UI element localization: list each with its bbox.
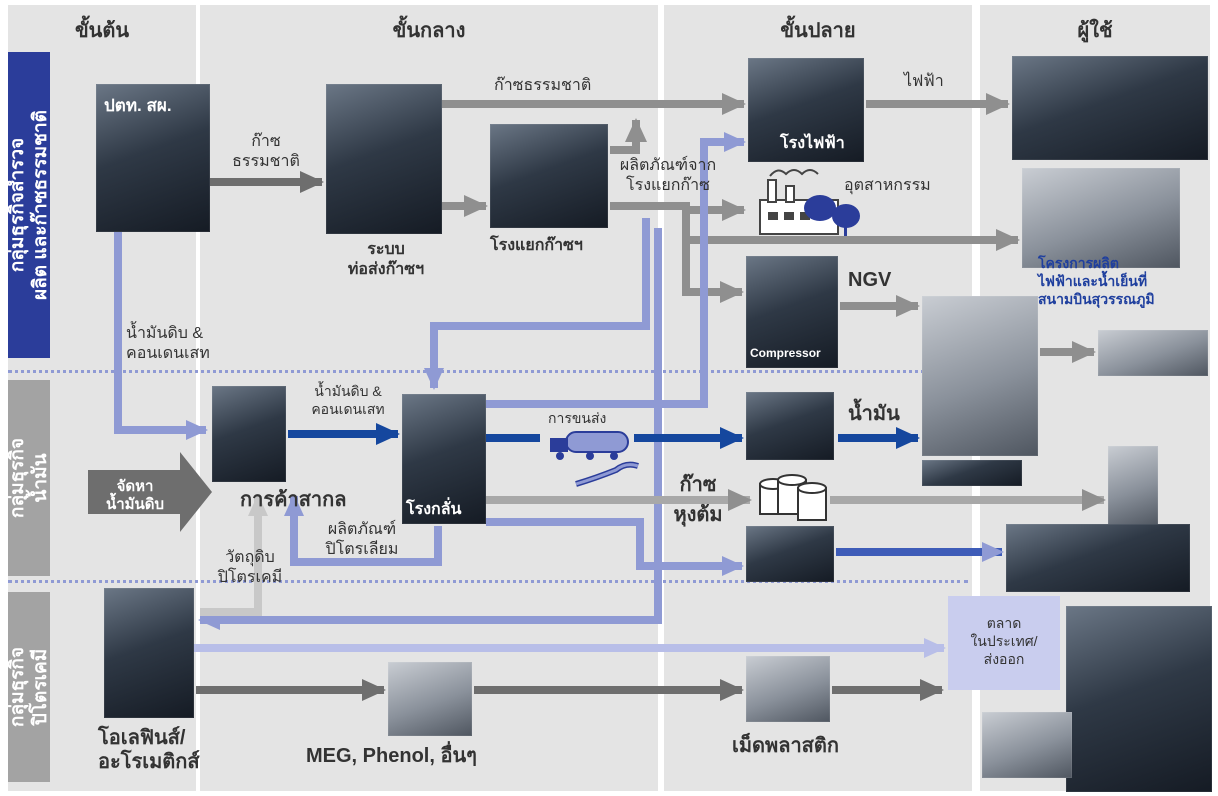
- arrow-refinery-to-power: [486, 132, 746, 408]
- node-airport-project: โครงการผลิต ไฟฟ้าและน้ำเย็นที่ สนามบินสุ…: [1038, 255, 1155, 307]
- label-industry: อุตสาหกรรม: [844, 177, 931, 194]
- photo-petrochem-plant: [388, 662, 472, 736]
- arrow-refinery-to-lube: [486, 518, 744, 576]
- label-lpg: ก๊าซ หุงต้ม: [673, 474, 723, 526]
- label-ngv: NGV: [848, 269, 892, 291]
- photo-compressor: [746, 256, 838, 368]
- photo-ngv-car: [1098, 330, 1208, 376]
- label-natural-gas-2: ก๊าซธรรมชาติ: [494, 77, 592, 94]
- group-label-gas: กลุ่มธุรกิจสำรวจ ผลิต และก๊าซธรรมชาติ: [7, 52, 51, 358]
- node-gas-separation: โรงแยกก๊าซฯ: [490, 237, 583, 254]
- node-olefins: โอเลฟินส์/ อะโรเมติกส์: [98, 727, 200, 773]
- group-label-petrochem: กลุ่มธุรกิจ ปิโตรเคมี: [7, 592, 51, 782]
- section-divider-gas-oil: [8, 370, 968, 373]
- section-divider-oil-petrochem: [8, 580, 968, 583]
- node-pttep: ปตท. สผ.: [104, 96, 172, 115]
- stage-header-midstream: ขั้นกลาง: [392, 20, 466, 42]
- photo-gas-pipeline: [326, 84, 442, 234]
- node-plastic: เม็ดพลาสติก: [732, 735, 839, 757]
- photo-olefins-plant: [104, 588, 194, 718]
- arrow-gsp-up: [610, 118, 647, 154]
- node-market: ตลาด ในประเทศ/ ส่งออก: [970, 615, 1038, 667]
- node-power-plant: โรงไฟฟ้า: [780, 135, 845, 152]
- node-compressor: Compressor: [750, 346, 821, 360]
- factory-icon: [759, 169, 860, 236]
- label-crude-condensate-1: น้ำมันดิบ & คอนเดนเสท: [126, 325, 210, 362]
- label-petroleum-products: ผลิตภัณฑ์ ปิโตรเลียม: [325, 521, 399, 558]
- label-crude-condensate-2: น้ำมันดิบ & คอนเดนเสท: [311, 383, 385, 417]
- node-crude-supply: จัดหา น้ำมันดิบ: [105, 478, 165, 513]
- node-trading: การค้าสากล: [240, 489, 347, 511]
- market-box: [948, 596, 1060, 690]
- pipeline-icon: [575, 461, 639, 487]
- lpg-tank-icon: [759, 474, 827, 521]
- photo-lpg-cylinder: [1108, 446, 1158, 526]
- photo-retail-station-strip: [922, 460, 1022, 486]
- photo-offshore-platform: [96, 84, 210, 232]
- label-gsp-products: ผลิตภัณฑ์จาก โรงแยกก๊าซ: [619, 157, 717, 194]
- arrow-gsp-to-olefins: [198, 228, 662, 630]
- crude-supply-arrow: [88, 452, 212, 532]
- photo-plastic-pellets: [746, 656, 830, 722]
- arrow-gsp-products: [610, 202, 744, 303]
- node-pipeline: ระบบ ท่อส่งก๊าซฯ: [347, 241, 425, 278]
- photo-lubricant-plant: [746, 526, 834, 582]
- arrow-crude-to-trading: [114, 232, 208, 440]
- label-natural-gas-1: ก๊าซ ธรรมชาติ: [232, 133, 300, 170]
- arrow-products-to-trading: [284, 494, 442, 566]
- stage-header-upstream: ขั้นต้น: [74, 20, 129, 42]
- photo-gas-separation-plant: [490, 124, 608, 228]
- label-transport: การขนส่ง: [548, 410, 607, 426]
- label-petrochem-feedstock: วัตถุดิบ ปิโตรเคมี: [217, 549, 283, 586]
- transport-truck-icon: [550, 431, 629, 460]
- photo-oil-tanker: [212, 386, 286, 482]
- photo-industrial-trucks: [1022, 168, 1180, 268]
- node-meg: MEG, Phenol, อื่นๆ: [306, 745, 477, 767]
- photo-power-lines: [1012, 56, 1208, 160]
- photo-oil-depot: [746, 392, 834, 460]
- arrow-gsp-to-refinery: [424, 218, 650, 390]
- photo-refinery: [402, 394, 486, 524]
- photo-consumer-products: [1066, 606, 1212, 792]
- photo-power-plant: [748, 58, 864, 162]
- node-refinery: โรงกลั่น: [406, 501, 462, 518]
- photo-consumer-products-extra: [982, 712, 1072, 778]
- label-electricity: ไฟฟ้า: [904, 73, 944, 90]
- photo-lubricant-bottles: [1006, 524, 1190, 592]
- label-oil: น้ำมัน: [848, 403, 900, 425]
- group-label-oil: กลุ่มธุรกิจ น้ำมัน: [7, 380, 51, 576]
- stage-header-downstream: ขั้นปลาย: [780, 20, 856, 42]
- arrow-feedstock-to-trading: [200, 494, 268, 616]
- photo-ngv-station: [922, 296, 1038, 456]
- stage-header-users: ผู้ใช้: [1077, 20, 1113, 42]
